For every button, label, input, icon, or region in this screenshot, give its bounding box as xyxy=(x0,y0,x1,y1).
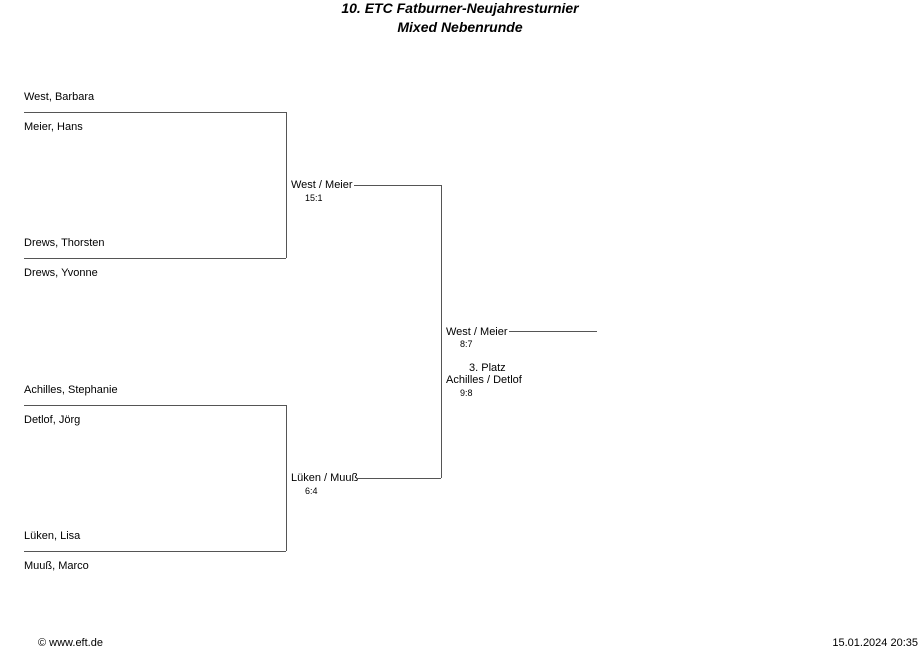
page-subtitle: Mixed Nebenrunde xyxy=(397,19,523,35)
round2-team: Lüken / Muuß xyxy=(291,472,359,484)
bracket-line xyxy=(357,478,441,479)
bracket-line xyxy=(24,551,286,552)
bracket-line xyxy=(24,258,286,259)
player-name: Lüken, Lisa xyxy=(24,530,81,542)
bracket-line xyxy=(441,185,442,478)
bracket-line xyxy=(286,112,287,258)
bracket-line xyxy=(24,112,286,113)
page-title: 10. ETC Fatburner-Neujahresturnier xyxy=(341,0,579,16)
footer-timestamp: 15.01.2024 20:35 xyxy=(832,637,918,649)
bracket-line xyxy=(24,405,286,406)
round2-team: West / Meier xyxy=(291,179,353,191)
player-name: Drews, Yvonne xyxy=(24,267,98,279)
player-name: West, Barbara xyxy=(24,91,95,103)
player-name: Meier, Hans xyxy=(24,121,83,133)
player-name: Muuß, Marco xyxy=(24,560,89,572)
player-name: Drews, Thorsten xyxy=(24,237,105,249)
bracket-line xyxy=(354,185,441,186)
bracket-line xyxy=(286,405,287,551)
match-score: 9:8 xyxy=(460,388,473,398)
final-winner: West / Meier xyxy=(446,326,508,338)
match-score: 8:7 xyxy=(460,339,473,349)
third-place-team: Achilles / Detlof xyxy=(446,374,522,386)
player-name: Detlof, Jörg xyxy=(24,414,81,426)
match-score: 6:4 xyxy=(305,486,318,496)
bracket-line xyxy=(509,331,597,332)
player-name: Achilles, Stephanie xyxy=(24,384,118,396)
third-place-label: 3. Platz xyxy=(469,362,506,374)
match-score: 15:1 xyxy=(305,193,323,203)
footer-copyright: © www.eft.de xyxy=(38,637,103,649)
